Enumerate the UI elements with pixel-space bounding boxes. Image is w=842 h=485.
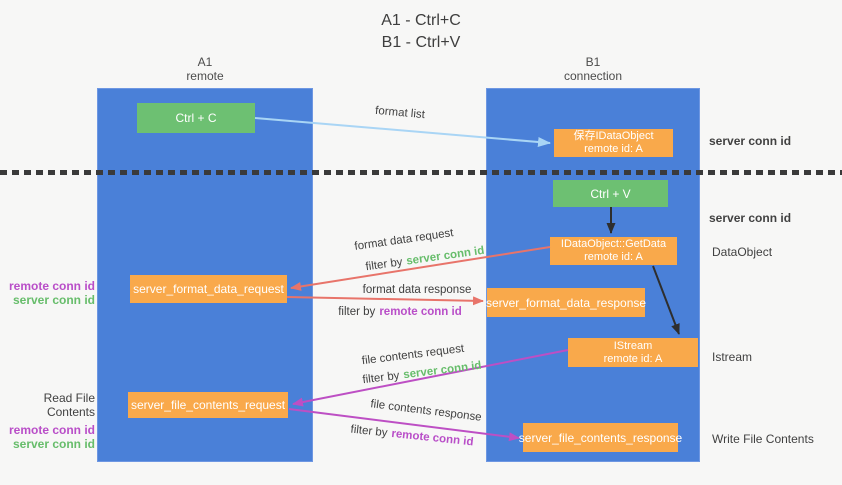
session-divider-dotted-line <box>0 170 842 175</box>
label-server-conn-id-filter-1: server conn id <box>405 244 486 268</box>
node-istream-text: IStream remote id: A <box>604 340 663 366</box>
node-server-file-contents-response: server_file_contents_response <box>519 423 682 452</box>
node-server-format-data-response: server_format_data_response <box>485 288 647 317</box>
label-filter-by-1: filter by <box>364 256 404 274</box>
file-conn-id-group: Read File Contents remote conn id server… <box>0 391 95 451</box>
node-save-dataobject-line1: 保存IDataObject <box>573 130 654 142</box>
label-server-conn-id-filter-2: server conn id <box>402 359 483 382</box>
node-idataobject-getdata-text: IDataObject::GetData remote id: A <box>561 238 666 264</box>
label-server-conn-id-format: server conn id <box>12 293 95 307</box>
arrow-format-data-response <box>286 296 484 306</box>
label-read-file-contents: Read File Contents <box>43 391 95 419</box>
node-getdata-line1: IDataObject::GetData <box>560 238 667 250</box>
column-b1-id: B1 <box>585 55 601 69</box>
node-format-response-label: server_format_data_response <box>485 295 647 310</box>
column-header-b1: B1 connection <box>486 55 700 83</box>
label-format-data-request: format data request <box>353 227 455 253</box>
label-filter-by-2: filter by <box>338 306 376 318</box>
format-conn-id-group: remote conn id server conn id <box>0 279 95 307</box>
label-write-file-contents: Write File Contents <box>712 432 814 446</box>
node-file-request-label: server_file_contents_request <box>130 398 286 412</box>
diagram-title: A1 - Ctrl+C B1 - Ctrl+V <box>0 10 842 54</box>
label-remote-conn-id-file: remote conn id <box>8 423 95 437</box>
label-filter-by-3: filter by <box>361 369 401 387</box>
node-server-file-contents-request: server_file_contents_request <box>128 392 288 418</box>
label-dataobject: DataObject <box>712 245 773 259</box>
label-server-conn-id-mid: server conn id <box>709 211 792 225</box>
node-ctrl-v: Ctrl + V <box>553 180 668 207</box>
node-format-request-label: server_format_data_request <box>133 282 284 296</box>
node-idataobject-getdata: IDataObject::GetData remote id: A <box>550 237 677 265</box>
label-server-conn-id-file: server conn id <box>12 437 95 451</box>
node-save-dataobject-line2: remote id: A <box>584 143 643 155</box>
column-header-a1: A1 remote <box>97 55 313 83</box>
title-line-2: B1 - Ctrl+V <box>381 34 461 51</box>
label-remote-conn-id-format: remote conn id <box>8 279 95 293</box>
label-remote-conn-id-filter-2: remote conn id <box>390 427 475 449</box>
node-save-dataobject: 保存IDataObject remote id: A <box>554 129 673 157</box>
label-file-contents-response: file contents response <box>369 398 483 424</box>
node-istream: IStream remote id: A <box>568 338 698 367</box>
column-a1-id: A1 <box>197 55 213 69</box>
node-ctrl-c-label: Ctrl + C <box>175 111 217 125</box>
title-line-1: A1 - Ctrl+C <box>381 12 461 29</box>
label-remote-conn-id-filter-1: remote conn id <box>379 306 462 318</box>
node-save-dataobject-text: 保存IDataObject remote id: A <box>573 130 653 156</box>
label-format-data-response: format data response <box>362 284 472 296</box>
node-file-response-label: server_file_contents_response <box>518 430 683 445</box>
node-getdata-line2: remote id: A <box>584 251 643 263</box>
node-ctrl-c: Ctrl + C <box>137 103 255 133</box>
node-server-format-data-request: server_format_data_request <box>130 275 287 303</box>
label-server-conn-id-top: server conn id <box>709 134 792 148</box>
column-b1-subtitle: connection <box>563 69 623 83</box>
label-format-list: format list <box>374 104 426 122</box>
label-istream: Istream <box>712 350 753 364</box>
column-a1-subtitle: remote <box>186 69 224 83</box>
node-ctrl-v-label: Ctrl + V <box>590 186 631 201</box>
node-istream-line2: remote id: A <box>603 352 663 365</box>
label-filter-by-4: filter by <box>349 423 389 440</box>
node-istream-line1: IStream <box>613 339 653 352</box>
